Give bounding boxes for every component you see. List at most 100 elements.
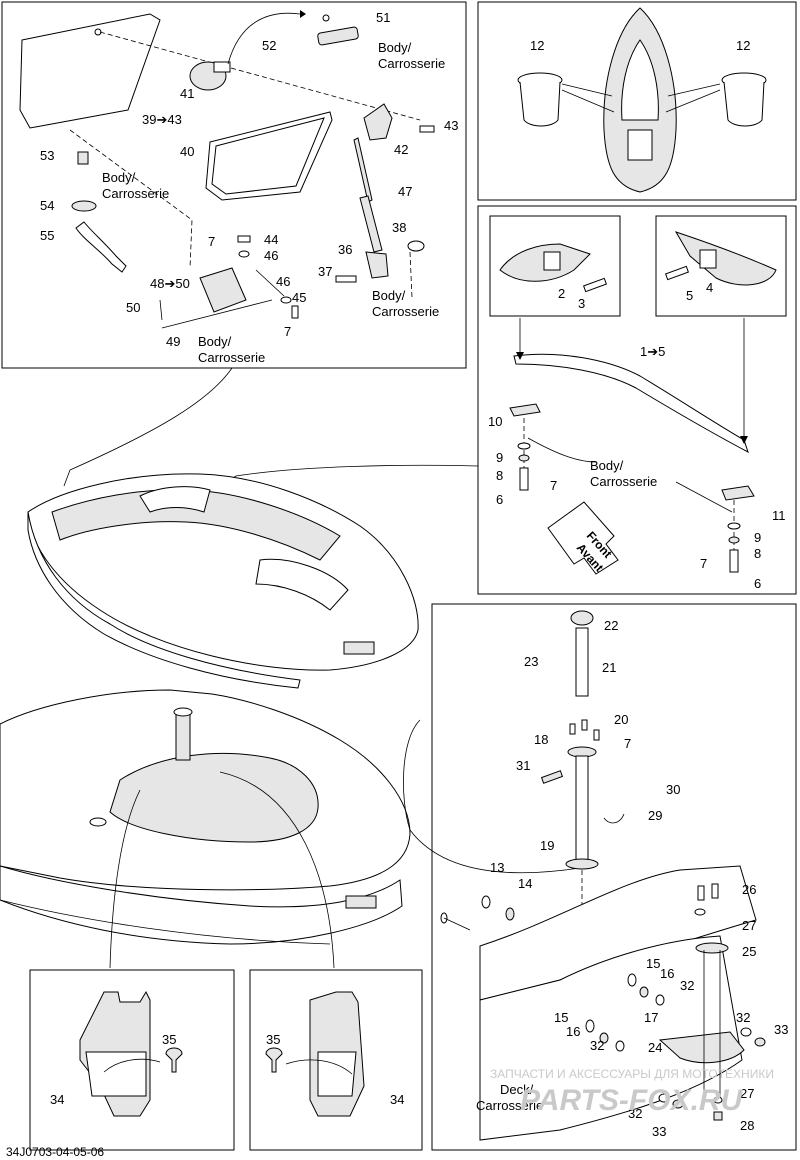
boat-top-seat — [627, 129, 653, 161]
callout-32-c: 32 — [736, 1010, 750, 1025]
washer-32d — [658, 1093, 670, 1103]
ski-pylon-cap — [173, 707, 193, 717]
screw-26b — [711, 883, 719, 899]
callout-49: 49 — [166, 334, 180, 349]
lid-seal-inner — [211, 117, 325, 195]
drain-hose-55 — [75, 221, 127, 273]
washer-9b — [727, 522, 741, 530]
washer-14 — [505, 907, 515, 921]
inset-handle-right — [655, 215, 787, 317]
hinge-48 — [199, 267, 247, 313]
detail-left-arrow — [103, 1058, 161, 1073]
callout-29: 29 — [648, 808, 662, 823]
screw-44 — [237, 235, 251, 243]
callout-39-43: 39➔43 — [142, 112, 182, 127]
callout-9-b: 9 — [754, 530, 761, 545]
callout-43: 43 — [444, 118, 458, 133]
front-arrow — [547, 501, 619, 575]
callout-32-b: 32 — [590, 1038, 604, 1053]
washer-32c — [740, 1027, 752, 1037]
panel-top-left — [1, 1, 467, 369]
arrow-head — [740, 436, 748, 444]
body-label-lid: Body/ — [378, 40, 412, 55]
body-label-handle: Body/ — [590, 458, 624, 473]
leader-body-handle — [527, 437, 597, 463]
screw-6a — [519, 467, 529, 491]
callout-25: 25 — [742, 944, 756, 959]
latch-plate — [317, 26, 359, 46]
callout-27-b: 27 — [740, 1086, 754, 1101]
cup-holder-right-body — [723, 81, 765, 127]
callout-13: 13 — [490, 860, 504, 875]
callout-44: 44 — [264, 232, 278, 247]
pointer-line-panel — [63, 367, 233, 487]
washer-38 — [407, 240, 425, 252]
boat-transom-step — [343, 641, 375, 655]
deck-label-fr: Carrosserie — [476, 1098, 543, 1113]
gas-strut-rod — [353, 137, 373, 203]
guide-line-lid-hinge-bracket — [69, 129, 193, 269]
plate-25 — [695, 942, 729, 954]
nut-33a — [754, 1037, 766, 1047]
detail-right-push-rivet — [265, 1047, 283, 1073]
clamp-54 — [71, 200, 97, 212]
callout-10: 10 — [488, 414, 502, 429]
stern-rub-rail — [0, 899, 331, 945]
callout-1-5: 1➔5 — [640, 344, 665, 359]
callout-18: 18 — [534, 732, 548, 747]
callout-40: 40 — [180, 144, 194, 159]
body-label-drain: Body/ — [102, 170, 136, 185]
callout-54: 54 — [40, 198, 54, 213]
callout-11: 11 — [772, 508, 786, 523]
screw-5 — [664, 265, 690, 281]
pylon-tube-21 — [575, 627, 589, 697]
callout-23: 23 — [524, 654, 538, 669]
stern-rear-storage — [109, 752, 319, 843]
callout-7-a: 7 — [208, 234, 215, 249]
callout-3: 3 — [578, 296, 585, 311]
callout-34-b: 34 — [390, 1092, 404, 1107]
arrow-head — [300, 10, 306, 18]
body-label-hinge: Body/ — [198, 334, 232, 349]
screw-6b — [729, 549, 739, 573]
panel-detail-right — [249, 969, 423, 1151]
screw-26a — [697, 885, 705, 901]
washer-27b — [713, 1096, 723, 1104]
hinge-bracket — [363, 103, 393, 141]
detail-left-inner — [85, 1051, 147, 1097]
pointer-detail-left — [109, 789, 141, 969]
boat-top-cockpit — [621, 39, 659, 121]
callout-33-a: 33 — [774, 1022, 788, 1037]
callout-48-50: 48➔50 — [150, 276, 190, 291]
callout-28: 28 — [740, 1118, 754, 1133]
body-label-handle-fr: Carrosserie — [590, 474, 657, 489]
callout-51: 51 — [376, 10, 390, 25]
callout-41: 41 — [180, 86, 194, 101]
nut-16a — [639, 986, 649, 998]
callout-35-b: 35 — [266, 1032, 280, 1047]
pin-37 — [335, 275, 357, 283]
callout-17: 17 — [644, 1010, 658, 1025]
screw-13-shaft — [443, 917, 471, 931]
nut-33b — [672, 1099, 684, 1109]
nut-16b — [599, 1032, 609, 1044]
screw-45 — [291, 305, 299, 319]
washer-46a — [238, 250, 250, 258]
leader-body-handle-right — [675, 481, 733, 513]
callout-21: 21 — [602, 660, 616, 675]
deck-label: Deck/ — [500, 1082, 534, 1097]
callout-34-a: 34 — [50, 1092, 64, 1107]
pointer-detail-right — [219, 771, 335, 969]
callout-35-a: 35 — [162, 1032, 176, 1047]
body-label-lid-fr: Carrosserie — [378, 56, 445, 71]
stern-drain-plug — [89, 817, 107, 827]
callout-37: 37 — [318, 264, 332, 279]
washer-27a — [694, 908, 706, 916]
callout-14: 14 — [518, 876, 532, 891]
callout-22: 22 — [604, 618, 618, 633]
callout-7-d: 7 — [700, 556, 707, 571]
callout-26: 26 — [742, 882, 756, 897]
callout-4: 4 — [706, 280, 713, 295]
callout-47: 47 — [398, 184, 412, 199]
